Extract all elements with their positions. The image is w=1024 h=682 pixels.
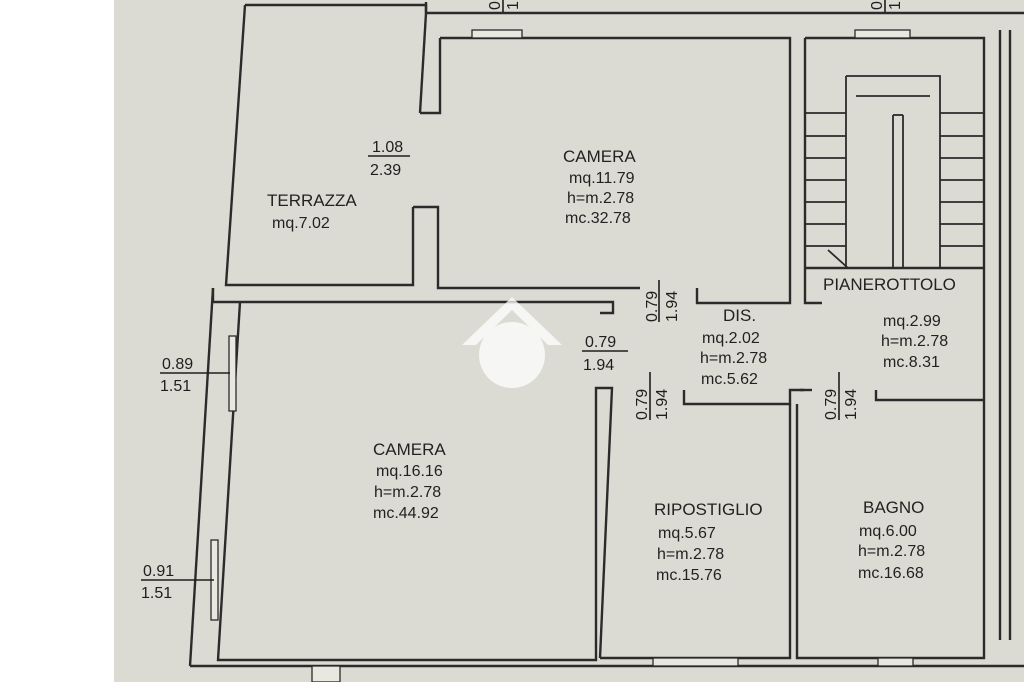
- dim-height: 1.51: [141, 585, 172, 602]
- room-volume: mc.44.92: [373, 505, 439, 522]
- room-height: h=m.2.78: [374, 484, 441, 501]
- dim-height: 1: [887, 1, 904, 10]
- room-area: mq.2.99: [883, 313, 941, 330]
- room-area: mq.6.00: [859, 523, 917, 540]
- room-name: DIS.: [723, 306, 756, 325]
- dim-height: 1.94: [664, 291, 681, 322]
- walls: [188, 2, 1024, 668]
- camera-bottom-top-wall: [240, 300, 615, 315]
- room-area: mq.7.02: [272, 215, 330, 232]
- dim-door-camera-top: 0.79 1.94: [644, 291, 681, 322]
- dim-width: 0.79: [644, 291, 661, 322]
- room-height: h=m.2.78: [881, 333, 948, 350]
- dim-width: 0.89: [162, 356, 193, 373]
- dim-width: 0.79: [823, 389, 840, 420]
- room-volume: mc.5.62: [701, 371, 758, 388]
- room-bagno: BAGNO mq.6.00 h=m.2.78 mc.16.68: [858, 498, 925, 582]
- camera-bottom-outline: [216, 301, 614, 662]
- room-pianerottolo: PIANEROTTOLO mq.2.99 h=m.2.78 mc.8.31: [823, 275, 956, 371]
- room-height: h=m.2.78: [858, 543, 925, 560]
- room-volume: mc.32.78: [565, 210, 631, 227]
- terrazza-top: [245, 3, 428, 13]
- room-name: CAMERA: [373, 440, 446, 459]
- plan-paper: [114, 0, 1024, 682]
- dim-terrazza-door: 1.08 2.39: [370, 139, 403, 179]
- dim-height: 1.94: [654, 389, 671, 420]
- left-margin: [0, 0, 114, 682]
- room-camera-bottom: CAMERA mq.16.16 h=m.2.78 mc.44.92: [373, 440, 446, 522]
- room-area: mq.16.16: [376, 463, 443, 480]
- dim-door-ripostiglio: 0.79 1.94: [634, 389, 671, 420]
- dim-door-camera-bottom: 0.79 1.94: [583, 334, 616, 374]
- window-frames: [210, 29, 914, 682]
- room-name: PIANEROTTOLO: [823, 275, 956, 294]
- room-name: CAMERA: [563, 147, 636, 166]
- room-name: TERRAZZA: [267, 191, 357, 210]
- dim-height: 1: [505, 1, 522, 10]
- room-dis: DIS. mq.2.02 h=m.2.78 mc.5.62: [700, 306, 767, 388]
- dim-height: 1.94: [843, 389, 860, 420]
- left-exterior-wall: [188, 287, 215, 667]
- room-terrazza: TERRAZZA mq.7.02: [267, 191, 357, 232]
- dim-width: 0.79: [634, 389, 651, 420]
- camera-top-walls: [440, 36, 792, 305]
- room-area: mq.2.02: [702, 330, 760, 347]
- dim-top-right-marker: 0 1: [869, 1, 904, 10]
- dim-width: 0: [487, 1, 504, 10]
- dim-width: 1.08: [372, 139, 403, 156]
- dim-window-left-top: 0.89 1.51: [160, 356, 193, 395]
- room-height: h=m.2.78: [700, 350, 767, 367]
- room-name: RIPOSTIGLIO: [654, 500, 763, 519]
- dim-width: 0.79: [585, 334, 616, 351]
- dim-height: 1.94: [583, 357, 614, 374]
- room-area: mq.5.67: [658, 525, 716, 542]
- terrazza-outline: [224, 4, 415, 287]
- house-logo-watermark: [462, 297, 562, 388]
- room-camera-top: CAMERA mq.11.79 h=m.2.78 mc.32.78: [563, 147, 636, 227]
- room-volume: mc.16.68: [858, 565, 924, 582]
- room-height: h=m.2.78: [567, 190, 634, 207]
- dim-height: 1.51: [160, 378, 191, 395]
- dimension-lines: [141, 0, 886, 581]
- dim-width: 0.91: [143, 563, 174, 580]
- room-height: h=m.2.78: [657, 546, 724, 563]
- dim-door-bagno: 0.79 1.94: [823, 389, 860, 420]
- room-name: BAGNO: [863, 498, 924, 517]
- room-ripostiglio: RIPOSTIGLIO mq.5.67 h=m.2.78 mc.15.76: [654, 500, 763, 584]
- dim-window-left-bottom: 0.91 1.51: [141, 563, 174, 602]
- room-area: mq.11.79: [569, 170, 635, 187]
- dim-height: 2.39: [370, 162, 401, 179]
- dim-top-left-marker: 0 1: [487, 1, 522, 10]
- dim-width: 0: [869, 1, 886, 10]
- room-volume: mc.15.76: [656, 567, 722, 584]
- staircase: [806, 75, 984, 269]
- room-volume: mc.8.31: [883, 354, 940, 371]
